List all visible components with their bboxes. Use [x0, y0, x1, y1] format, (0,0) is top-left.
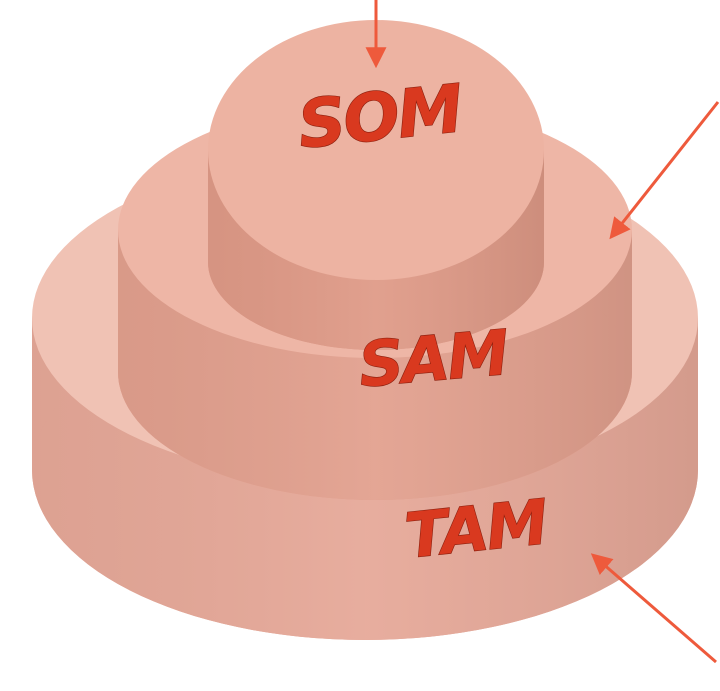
arrow-to-sam — [612, 102, 718, 236]
label-sam: SAM — [356, 316, 511, 402]
arrow-to-tam — [594, 556, 716, 662]
tier-som — [208, 20, 544, 350]
label-tam: TAM — [402, 485, 551, 572]
